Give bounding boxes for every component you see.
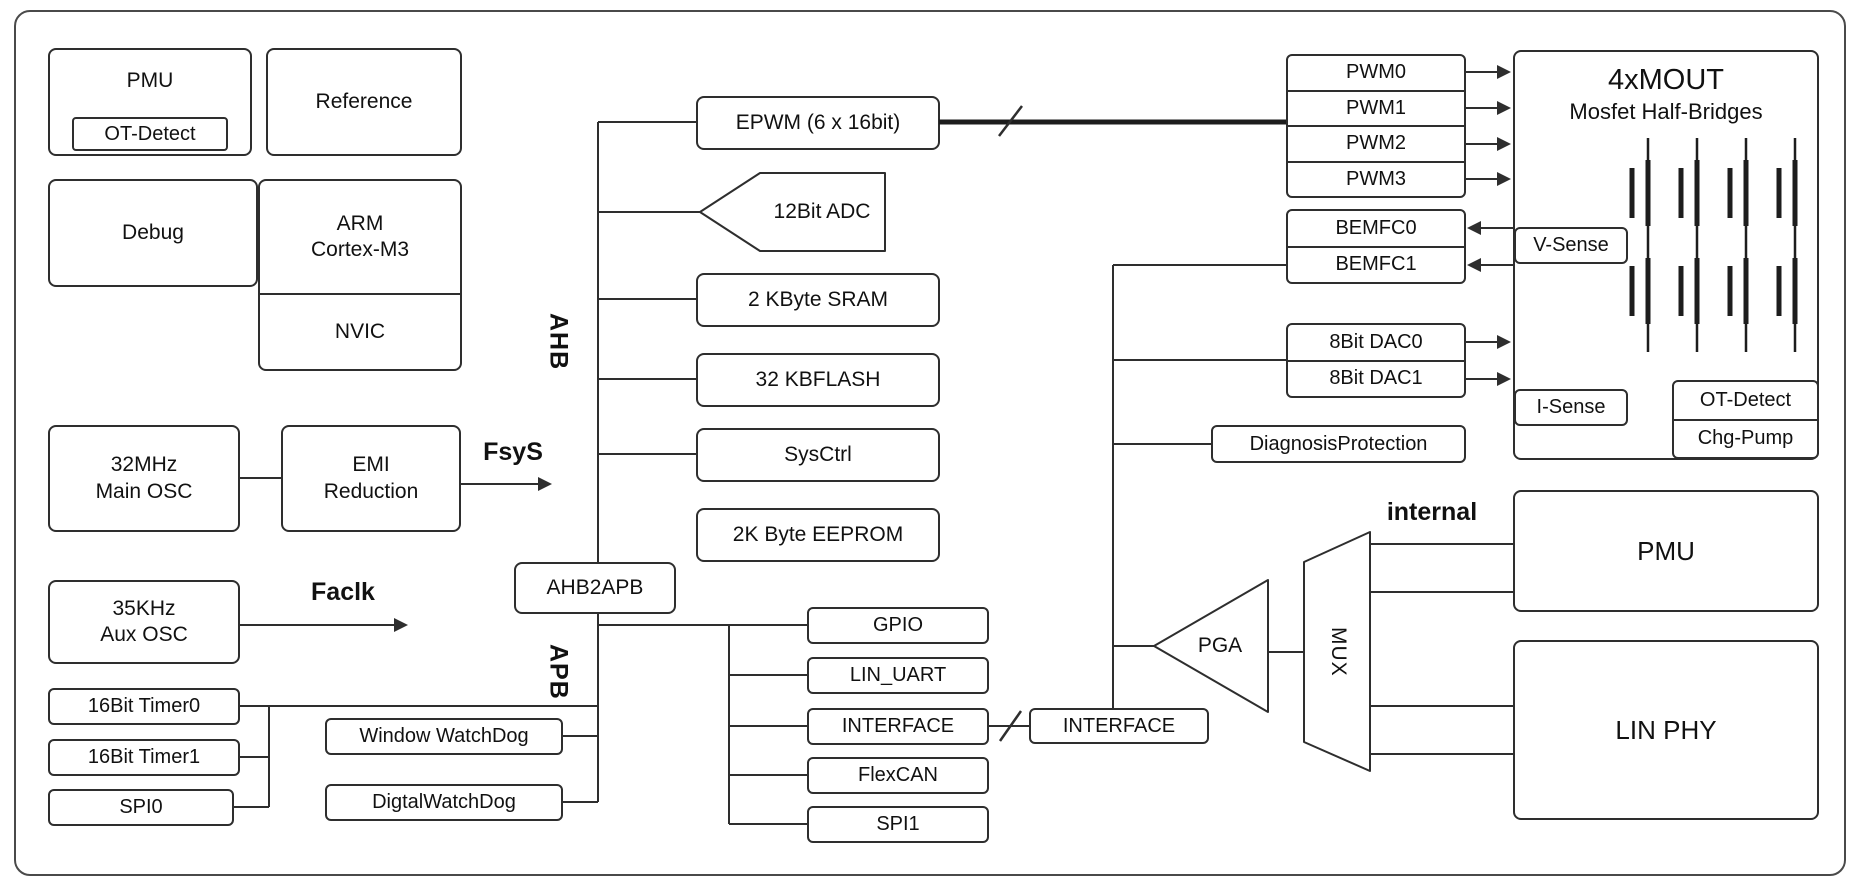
block-flash: 32 KBFLASH: [696, 353, 940, 407]
block-digital-watchdog: DigtalWatchDog: [325, 784, 563, 821]
block-lin-uart: LIN_UART: [807, 657, 989, 694]
block-timer0: 16Bit Timer0: [48, 688, 240, 725]
block-arm-nvic: ARM Cortex-M3 NVIC: [258, 179, 462, 371]
block-emi-reduction: EMI Reduction: [281, 425, 461, 532]
block-sram: 2 KByte SRAM: [696, 273, 940, 327]
block-aux-osc-label: 35KHz Aux OSC: [100, 596, 188, 649]
block-aux-osc: 35KHz Aux OSC: [48, 580, 240, 664]
block-interface-right: INTERFACE: [1029, 708, 1209, 744]
block-eeprom: 2K Byte EEPROM: [696, 508, 940, 562]
block-debug-label: Debug: [122, 220, 184, 244]
mux-label: MUX: [1327, 627, 1350, 677]
block-arm-cortex-m3: ARM Cortex-M3: [260, 181, 460, 293]
block-lin-phy: LIN PHY: [1513, 640, 1819, 820]
block-main-osc-label: 32MHz Main OSC: [96, 452, 193, 505]
block-reference-label: Reference: [315, 89, 413, 113]
aux-osc-line2: Aux OSC: [100, 623, 188, 646]
block-i-sense: I-Sense: [1514, 389, 1628, 426]
block-timer1: 16Bit Timer1: [48, 739, 240, 776]
block-spi0: SPI0: [48, 789, 234, 826]
block-4xmout-title: 4xMOUT: [1608, 64, 1724, 96]
block-pwm0: PWM0: [1346, 61, 1406, 84]
aux-osc-line1: 35KHz: [112, 596, 176, 620]
block-pwm-stack: PWM0 PWM1 PWM2 PWM3: [1286, 54, 1466, 198]
block-epwm: EPWM (6 x 16bit): [696, 96, 940, 150]
block-sysctrl: SysCtrl: [696, 428, 940, 482]
block-flexcan: FlexCAN: [807, 757, 989, 794]
block-nvic: NVIC: [260, 293, 460, 369]
block-ot-detect-left: OT-Detect: [72, 117, 228, 151]
emi-line1: EMI: [352, 453, 390, 477]
block-4xmout-subtitle: Mosfet Half-Bridges: [1569, 99, 1763, 125]
block-pmu-left: PMU OT-Detect: [48, 48, 252, 156]
block-bemfc0: BEMFC0: [1335, 216, 1417, 239]
arm-line1: ARM: [336, 211, 384, 235]
block-spi1: SPI1: [807, 806, 989, 843]
fsys-label: FsyS: [483, 437, 543, 466]
block-dac0: 8Bit DAC0: [1329, 330, 1423, 353]
ahb-bus-label: AHB: [544, 313, 573, 371]
block-pmu-left-label: PMU: [126, 69, 174, 92]
block-ot-chg-stack: OT-Detect Chg-Pump: [1672, 380, 1819, 459]
block-gpio: GPIO: [807, 607, 989, 644]
block-pwm3: PWM3: [1288, 160, 1464, 197]
block-bemfc1: BEMFC1: [1288, 245, 1464, 283]
block-window-watchdog: Window WatchDog: [325, 718, 563, 755]
pga-label: PGA: [1197, 634, 1243, 657]
block-emi-label: EMI Reduction: [324, 452, 419, 505]
diagram-frame: [14, 10, 1846, 876]
block-interface-left: INTERFACE: [807, 708, 989, 745]
block-reference: Reference: [266, 48, 462, 156]
apb-bus-label: APB: [544, 644, 573, 700]
block-v-sense: V-Sense: [1514, 227, 1628, 264]
internal-label: internal: [1386, 497, 1478, 526]
block-dac1: 8Bit DAC1: [1288, 359, 1464, 397]
adc-label: 12Bit ADC: [773, 200, 871, 223]
block-arm-label: ARM Cortex-M3: [311, 211, 409, 264]
block-dac-stack: 8Bit DAC0 8Bit DAC1: [1286, 323, 1466, 398]
arm-line2: Cortex-M3: [310, 238, 410, 261]
emi-line2: Reduction: [323, 479, 419, 503]
block-debug: Debug: [48, 179, 258, 287]
main-osc-line2: Main OSC: [95, 479, 193, 503]
block-pmu-right: PMU: [1513, 490, 1819, 612]
main-osc-line1: 32MHz: [110, 453, 178, 477]
block-pwm1: PWM1: [1288, 89, 1464, 126]
faclk-label: Faclk: [311, 577, 375, 606]
block-ahb2apb: AHB2APB: [514, 562, 676, 614]
block-chg-pump: Chg-Pump: [1674, 418, 1817, 458]
block-bemfc-stack: BEMFC0 BEMFC1: [1286, 209, 1466, 284]
block-pwm2: PWM2: [1288, 125, 1464, 161]
block-ot-detect-left-label: OT-Detect: [104, 122, 196, 145]
block-diagnosis-protection: DiagnosisProtection: [1211, 425, 1466, 463]
block-main-osc: 32MHz Main OSC: [48, 425, 240, 532]
block-ot-detect-right: OT-Detect: [1699, 388, 1792, 411]
